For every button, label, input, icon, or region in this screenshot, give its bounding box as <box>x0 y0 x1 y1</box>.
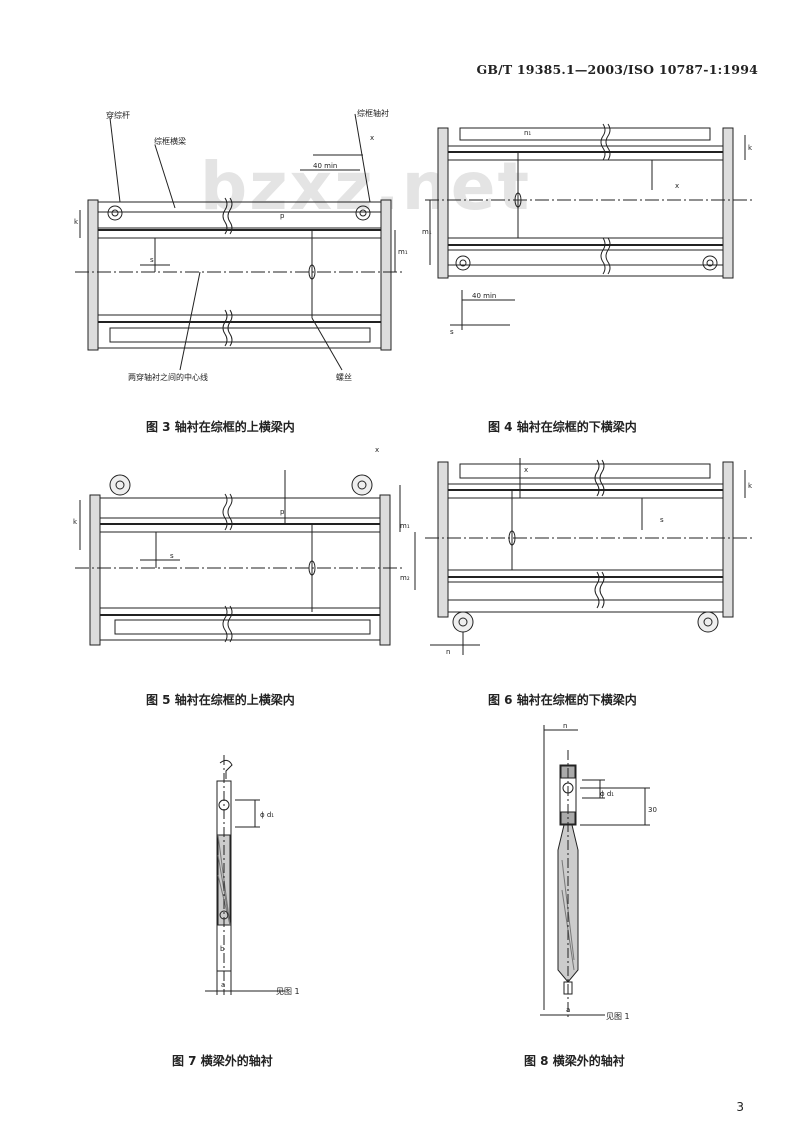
dim-n1: n₁ <box>524 129 531 137</box>
dim-k: k <box>748 482 753 490</box>
dim-m1: m₁ <box>398 248 408 256</box>
dim-n: n <box>563 722 567 730</box>
dim-phi-d1: ϕ d₁ <box>600 790 614 798</box>
figure-6-drawing: k x s n <box>425 458 755 656</box>
note-see-fig1: 见图 1 <box>606 1012 630 1021</box>
figure-3-drawing: 穿综杆 综框横梁 综框轴衬 两穿轴衬之间的中心线 螺丝 40 min x k m… <box>74 108 408 382</box>
dim-p: p <box>280 508 285 516</box>
label-bushing: 综框轴衬 <box>357 108 389 118</box>
dim-40min: 40 min <box>472 292 496 300</box>
figure-4-caption: 图 4 轴衬在综框的下横梁内 <box>488 420 637 434</box>
label-screw: 螺丝 <box>336 372 352 382</box>
dim-x: x <box>370 134 374 142</box>
dim-n: n <box>446 648 450 656</box>
dim-k: k <box>74 218 79 226</box>
standard-header: GB/T 19385.1—2003/ISO 10787-1:1994 <box>476 62 758 77</box>
dim-k: k <box>73 518 78 526</box>
dim-a: a <box>221 981 225 989</box>
figure-7-caption: 图 7 横梁外的轴衬 <box>172 1054 273 1068</box>
dim-s: s <box>150 256 154 264</box>
dim-p: p <box>280 212 285 220</box>
figure-5-drawing: k m₁ m₂ s x p <box>73 446 416 646</box>
label-axis-line: 两穿轴衬之间的中心线 <box>128 372 208 382</box>
dim-s: s <box>660 516 664 524</box>
dim-m1: m₁ <box>422 228 432 236</box>
figure-7-drawing: ϕ d₁ b a 见图 1 <box>205 755 300 996</box>
dim-m1: m₁ <box>400 522 410 530</box>
dim-k: k <box>748 144 753 152</box>
dim-m2: m₂ <box>400 574 410 582</box>
dim-s: s <box>450 328 454 336</box>
dim-s: s <box>170 552 174 560</box>
figure-4-drawing: 40 min n₁ k m₁ x s <box>422 123 755 336</box>
dim-x: x <box>524 466 528 474</box>
label-heddle-bar: 综框横梁 <box>154 136 186 146</box>
figure-6-caption: 图 6 轴衬在综框的下横梁内 <box>488 693 637 707</box>
page-number: 3 <box>736 1100 744 1114</box>
dim-x: x <box>375 446 379 454</box>
dim-40min: 40 min <box>313 162 337 170</box>
figure-3-caption: 图 3 轴衬在综框的上横梁内 <box>146 420 295 434</box>
dim-b: b <box>220 945 225 953</box>
dim-phi-d1: ϕ d₁ <box>260 811 274 819</box>
dim-a: a <box>566 1006 570 1014</box>
label-lift-rod: 穿综杆 <box>106 110 130 120</box>
dim-x: x <box>675 182 679 190</box>
figure-8-caption: 图 8 横梁外的轴衬 <box>524 1054 625 1068</box>
note-see-fig1: 见图 1 <box>276 987 300 996</box>
dim-30: 30 <box>648 806 657 814</box>
figure-5-caption: 图 5 轴衬在综框的上横梁内 <box>146 693 295 707</box>
figure-8-drawing: n ϕ d₁ 30 a 见图 1 <box>540 722 657 1021</box>
